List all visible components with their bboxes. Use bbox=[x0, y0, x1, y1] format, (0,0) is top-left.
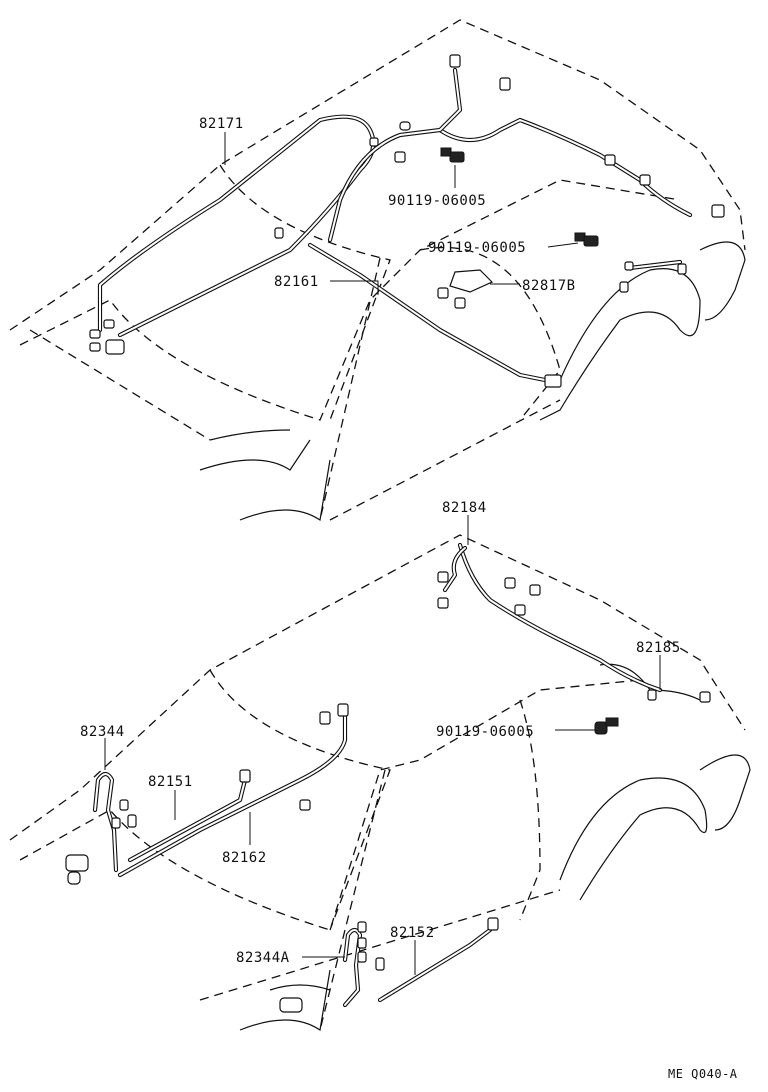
label-90119-06005-b: 90119-06005 bbox=[428, 240, 526, 256]
label-82171: 82171 bbox=[199, 116, 244, 132]
top-door-line bbox=[319, 257, 381, 521]
top-rear-window bbox=[419, 246, 561, 421]
bottom-rear-quarter bbox=[559, 777, 708, 901]
bottom-lower-line bbox=[199, 889, 561, 1001]
top-front-line bbox=[209, 429, 291, 441]
label-82151: 82151 bbox=[148, 774, 193, 790]
top-leader-bolt2 bbox=[547, 242, 579, 248]
top-label-plate bbox=[449, 269, 494, 293]
label-82344: 82344 bbox=[80, 724, 125, 740]
bottom-pillar-outline bbox=[209, 669, 391, 931]
figure-code: ME Q040-A bbox=[668, 1067, 738, 1081]
top-bolt-icon-2 bbox=[574, 232, 599, 247]
top-bolt-icon-1 bbox=[440, 147, 465, 163]
top-windshield-outline bbox=[19, 179, 681, 421]
bottom-bolt-icon bbox=[594, 717, 619, 735]
top-vehicle-view: 82171 90119-06005 90119-06005 82161 8281… bbox=[9, 19, 746, 522]
top-sill bbox=[199, 439, 331, 522]
label-82184: 82184 bbox=[442, 500, 487, 516]
bottom-front-door-harness bbox=[127, 777, 248, 863]
label-82817B: 82817B bbox=[522, 278, 576, 294]
label-90119-06005-a: 90119-06005 bbox=[388, 193, 486, 209]
bottom-sill bbox=[239, 969, 331, 1032]
top-lower-line bbox=[29, 329, 561, 521]
top-fender bbox=[699, 241, 746, 321]
label-82162: 82162 bbox=[222, 850, 267, 866]
bottom-rear-door-line bbox=[519, 699, 541, 921]
label-82344A: 82344A bbox=[236, 950, 290, 966]
bottom-vehicle-view: 82184 82185 90119-06005 82344 82151 8216… bbox=[9, 500, 751, 1032]
top-pillar-outline bbox=[219, 164, 391, 421]
bottom-door-line bbox=[319, 769, 386, 1031]
label-82185: 82185 bbox=[636, 640, 681, 656]
label-82152: 82152 bbox=[390, 925, 435, 941]
top-leader-82161 bbox=[330, 280, 379, 295]
bottom-roof-outline bbox=[9, 534, 746, 841]
label-90119-06005-c: 90119-06005 bbox=[436, 724, 534, 740]
top-rear-quarter bbox=[539, 268, 701, 421]
bottom-connectors bbox=[65, 571, 711, 1013]
top-connectors bbox=[274, 54, 725, 388]
bottom-windshield-outline bbox=[19, 679, 641, 931]
label-82161: 82161 bbox=[274, 274, 319, 290]
top-front-connectors bbox=[89, 319, 125, 355]
bottom-fender bbox=[699, 754, 751, 831]
